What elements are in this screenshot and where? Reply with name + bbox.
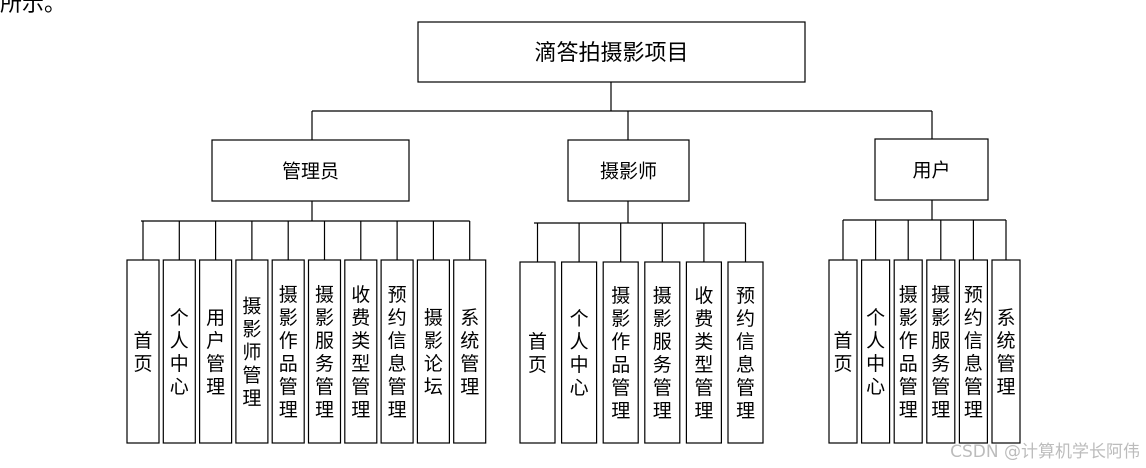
module-node-border	[162, 259, 196, 444]
module-node: 系统管理	[991, 259, 1021, 444]
module-node-label: 摄影师管理	[242, 295, 261, 409]
module-node: 首页	[519, 261, 556, 444]
module-node-border	[344, 259, 378, 444]
module-node-border	[453, 259, 487, 444]
module-node-label: 摄影作品管理	[279, 284, 298, 421]
diagram-nodes: 滴答拍摄影项目管理员首页个人中心用户管理摄影师管理摄影作品管理摄影服务管理收费类…	[126, 21, 1021, 444]
module-node: 个人中心	[162, 259, 196, 444]
module-node-border	[271, 259, 305, 444]
role-node-0: 管理员	[211, 139, 410, 202]
module-node-border	[926, 259, 956, 444]
module-node-border	[416, 259, 450, 444]
module-node-border	[828, 259, 858, 444]
connector-lines	[141, 82, 1007, 262]
module-node: 用户管理	[199, 259, 233, 444]
module-node: 摄影论坛	[416, 259, 450, 444]
module-node: 摄影作品管理	[602, 261, 639, 444]
module-node-label: 摄影论坛	[424, 307, 443, 398]
module-node-border	[307, 259, 342, 444]
module-node: 个人中心	[860, 259, 891, 444]
module-node-label: 摄影服务管理	[653, 285, 672, 422]
module-node-border	[602, 261, 639, 444]
role-node-2: 用户	[874, 138, 989, 201]
module-node-label: 预约信息管理	[388, 284, 407, 421]
module-node-label: 个人中心	[866, 307, 885, 398]
module-node-label: 用户管理	[206, 307, 225, 398]
module-node-border	[235, 259, 269, 444]
module-node-border	[958, 259, 989, 444]
role-node-2-border	[874, 138, 989, 201]
module-node-label: 个人中心	[570, 308, 589, 399]
role-node-1-border	[567, 139, 690, 202]
module-node-border	[685, 261, 723, 444]
module-node-label: 收费类型管理	[351, 284, 370, 421]
module-node: 摄影服务管理	[926, 259, 956, 444]
module-node-label: 摄影作品管理	[611, 285, 630, 422]
module-node-label: 首页	[528, 331, 547, 376]
module-node-border	[991, 259, 1021, 444]
module-node: 首页	[828, 259, 858, 444]
module-node-border	[126, 259, 160, 444]
module-node-label: 首页	[133, 330, 152, 375]
module-node-label: 摄影作品管理	[899, 284, 918, 421]
role-node-1-label: 摄影师	[600, 160, 657, 182]
module-node-border	[560, 261, 598, 444]
module-node-border	[860, 259, 891, 444]
module-node-label: 收费类型管理	[694, 285, 713, 422]
module-node: 摄影师管理	[235, 259, 269, 444]
module-node: 摄影作品管理	[893, 259, 923, 444]
root-node-border	[417, 21, 806, 83]
module-node: 预约信息管理	[727, 261, 764, 444]
module-node: 预约信息管理	[958, 259, 989, 444]
role-node-2-label: 用户	[912, 159, 950, 181]
top-text-snippet: 所示。	[0, 0, 67, 17]
module-node: 系统管理	[453, 259, 487, 444]
module-node-label: 首页	[833, 330, 852, 375]
root-node-label: 滴答拍摄影项目	[534, 41, 688, 66]
root-node: 滴答拍摄影项目	[417, 21, 806, 83]
module-node-label: 系统管理	[996, 307, 1015, 398]
module-node: 个人中心	[560, 261, 598, 444]
module-node: 预约信息管理	[380, 259, 414, 444]
module-node-border	[519, 261, 556, 444]
module-node-border	[893, 259, 923, 444]
module-node: 摄影作品管理	[271, 259, 305, 444]
module-node: 摄影服务管理	[644, 261, 681, 444]
module-node-label: 摄影服务管理	[931, 284, 950, 421]
module-node-label: 预约信息管理	[736, 285, 755, 422]
module-node: 收费类型管理	[344, 259, 378, 444]
module-node-border	[644, 261, 681, 444]
role-node-0-label: 管理员	[282, 160, 339, 182]
module-node: 收费类型管理	[685, 261, 723, 444]
watermark: CSDN @计算机学长阿伟	[950, 442, 1140, 462]
role-node-1: 摄影师	[567, 139, 690, 202]
module-node-label: 摄影服务管理	[315, 284, 334, 421]
module-node: 摄影服务管理	[307, 259, 342, 444]
module-node-label: 预约信息管理	[964, 284, 983, 421]
module-node-label: 个人中心	[170, 307, 189, 398]
module-node-border	[199, 259, 233, 444]
module-node-border	[727, 261, 764, 444]
module-node-label: 系统管理	[460, 307, 479, 398]
module-node: 首页	[126, 259, 160, 444]
role-node-0-border	[211, 139, 410, 202]
module-node-border	[380, 259, 414, 444]
